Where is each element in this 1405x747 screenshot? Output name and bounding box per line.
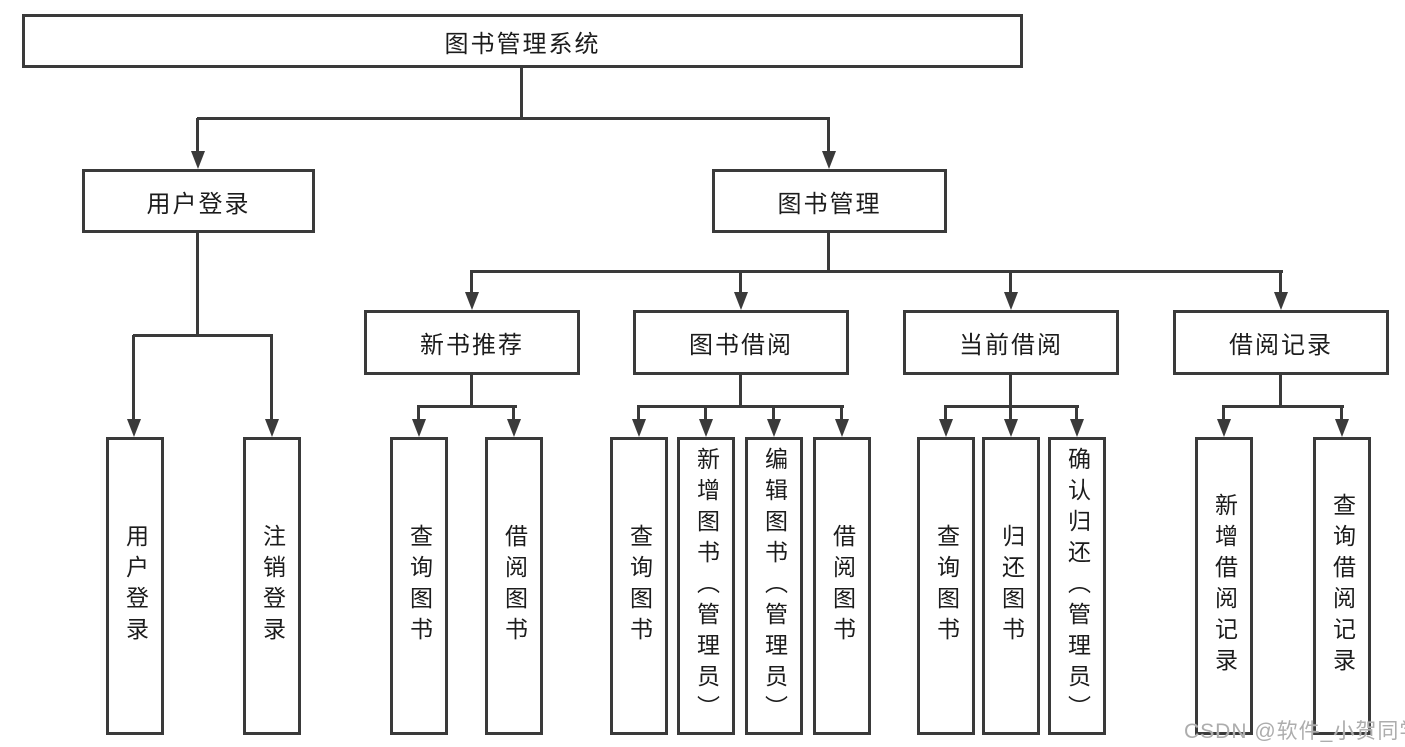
connector-arrow-leaf-confirm-return bbox=[1070, 406, 1084, 437]
node-label: 归还图书 bbox=[998, 524, 1025, 648]
node-label: 查询图书 bbox=[406, 524, 433, 648]
connector-arrow-leaf-query-record bbox=[1335, 406, 1349, 437]
connector-arrow-leaf-query-book-1 bbox=[412, 406, 426, 437]
node-label: 当前借阅 bbox=[959, 332, 1063, 359]
connector-root-bus bbox=[197, 117, 830, 120]
node-label: 图书管理系统 bbox=[444, 30, 601, 58]
connector-user-login-bus bbox=[133, 334, 273, 337]
node-label: 用户登录 bbox=[122, 524, 149, 648]
node-leaf-query-book-2: 查询图书 bbox=[610, 437, 668, 735]
node-label: 借阅图书 bbox=[829, 524, 856, 648]
connector-root-stem bbox=[520, 66, 523, 119]
node-label: 查询图书 bbox=[626, 524, 653, 648]
connector-arrow-leaf-add-record bbox=[1217, 406, 1231, 437]
node-leaf-add-book: 新增图书（管理员） bbox=[677, 437, 735, 735]
connector-book-mgmt-stem bbox=[827, 231, 830, 273]
connector-arrow-leaf-return-book bbox=[1004, 406, 1018, 437]
connector-arrow-leaf-user-login bbox=[127, 335, 141, 437]
node-leaf-user-login: 用户登录 bbox=[106, 437, 164, 735]
node-leaf-query-book-3: 查询图书 bbox=[917, 437, 975, 735]
connector-book-borrow-bus bbox=[637, 405, 844, 408]
node-leaf-logout: 注销登录 bbox=[243, 437, 301, 735]
node-borrow-record: 借阅记录 bbox=[1173, 310, 1389, 375]
node-current-borrow: 当前借阅 bbox=[903, 310, 1119, 375]
connector-arrow-book-borrow bbox=[734, 271, 748, 310]
node-leaf-return-book: 归还图书 bbox=[982, 437, 1040, 735]
node-label: 新书推荐 bbox=[420, 332, 524, 359]
node-user-login: 用户登录 bbox=[82, 169, 315, 233]
node-book-mgmt: 图书管理 bbox=[712, 169, 947, 233]
connector-user-login-stem bbox=[196, 231, 199, 337]
node-leaf-confirm-return: 确认归还（管理员） bbox=[1048, 437, 1106, 735]
node-label: 借阅图书 bbox=[501, 524, 528, 648]
connector-borrow-record-bus bbox=[1222, 405, 1344, 408]
csdn-watermark: CSDN @软件_小贺同学 bbox=[1184, 720, 1405, 743]
connector-new-book-rec-bus bbox=[417, 405, 517, 408]
node-new-book-rec: 新书推荐 bbox=[364, 310, 580, 375]
connector-borrow-record-stem bbox=[1279, 373, 1282, 408]
node-label: 确认归还（管理员） bbox=[1064, 446, 1091, 726]
node-label: 图书借阅 bbox=[689, 332, 793, 359]
node-leaf-borrow-book-1: 借阅图书 bbox=[485, 437, 543, 735]
node-label: 图书管理 bbox=[777, 190, 882, 218]
connector-arrow-leaf-edit-book bbox=[767, 406, 781, 437]
node-label: 查询图书 bbox=[933, 524, 960, 648]
node-root: 图书管理系统 bbox=[22, 14, 1023, 68]
connector-arrow-leaf-query-book-3 bbox=[939, 406, 953, 437]
node-label: 编辑图书（管理员） bbox=[761, 446, 788, 726]
connector-arrow-borrow-record bbox=[1274, 271, 1288, 310]
connector-book-mgmt-bus bbox=[470, 270, 1283, 273]
connector-arrow-current-borrow bbox=[1004, 271, 1018, 310]
node-leaf-query-book-1: 查询图书 bbox=[390, 437, 448, 735]
connector-current-borrow-stem bbox=[1009, 373, 1012, 408]
node-label: 查询借阅记录 bbox=[1329, 493, 1356, 679]
connector-new-book-rec-stem bbox=[470, 373, 473, 408]
node-book-borrow: 图书借阅 bbox=[633, 310, 849, 375]
node-label: 新增图书（管理员） bbox=[693, 446, 720, 726]
node-label: 用户登录 bbox=[146, 190, 251, 218]
connector-arrow-user-login bbox=[191, 118, 205, 169]
node-leaf-borrow-book-2: 借阅图书 bbox=[813, 437, 871, 735]
connector-arrow-new-book-rec bbox=[465, 271, 479, 310]
connector-arrow-leaf-borrow-book-2 bbox=[835, 406, 849, 437]
node-leaf-add-record: 新增借阅记录 bbox=[1195, 437, 1253, 735]
connector-arrow-leaf-add-book bbox=[699, 406, 713, 437]
connector-arrow-leaf-logout bbox=[265, 335, 279, 437]
connector-book-borrow-stem bbox=[739, 373, 742, 408]
node-label: 借阅记录 bbox=[1229, 332, 1333, 359]
node-leaf-query-record: 查询借阅记录 bbox=[1313, 437, 1371, 735]
node-label: 注销登录 bbox=[259, 524, 286, 648]
connector-arrow-leaf-query-book-2 bbox=[632, 406, 646, 437]
node-label: 新增借阅记录 bbox=[1211, 493, 1238, 679]
connector-arrow-book-mgmt bbox=[822, 118, 836, 169]
node-leaf-edit-book: 编辑图书（管理员） bbox=[745, 437, 803, 735]
connector-arrow-leaf-borrow-book-1 bbox=[507, 406, 521, 437]
